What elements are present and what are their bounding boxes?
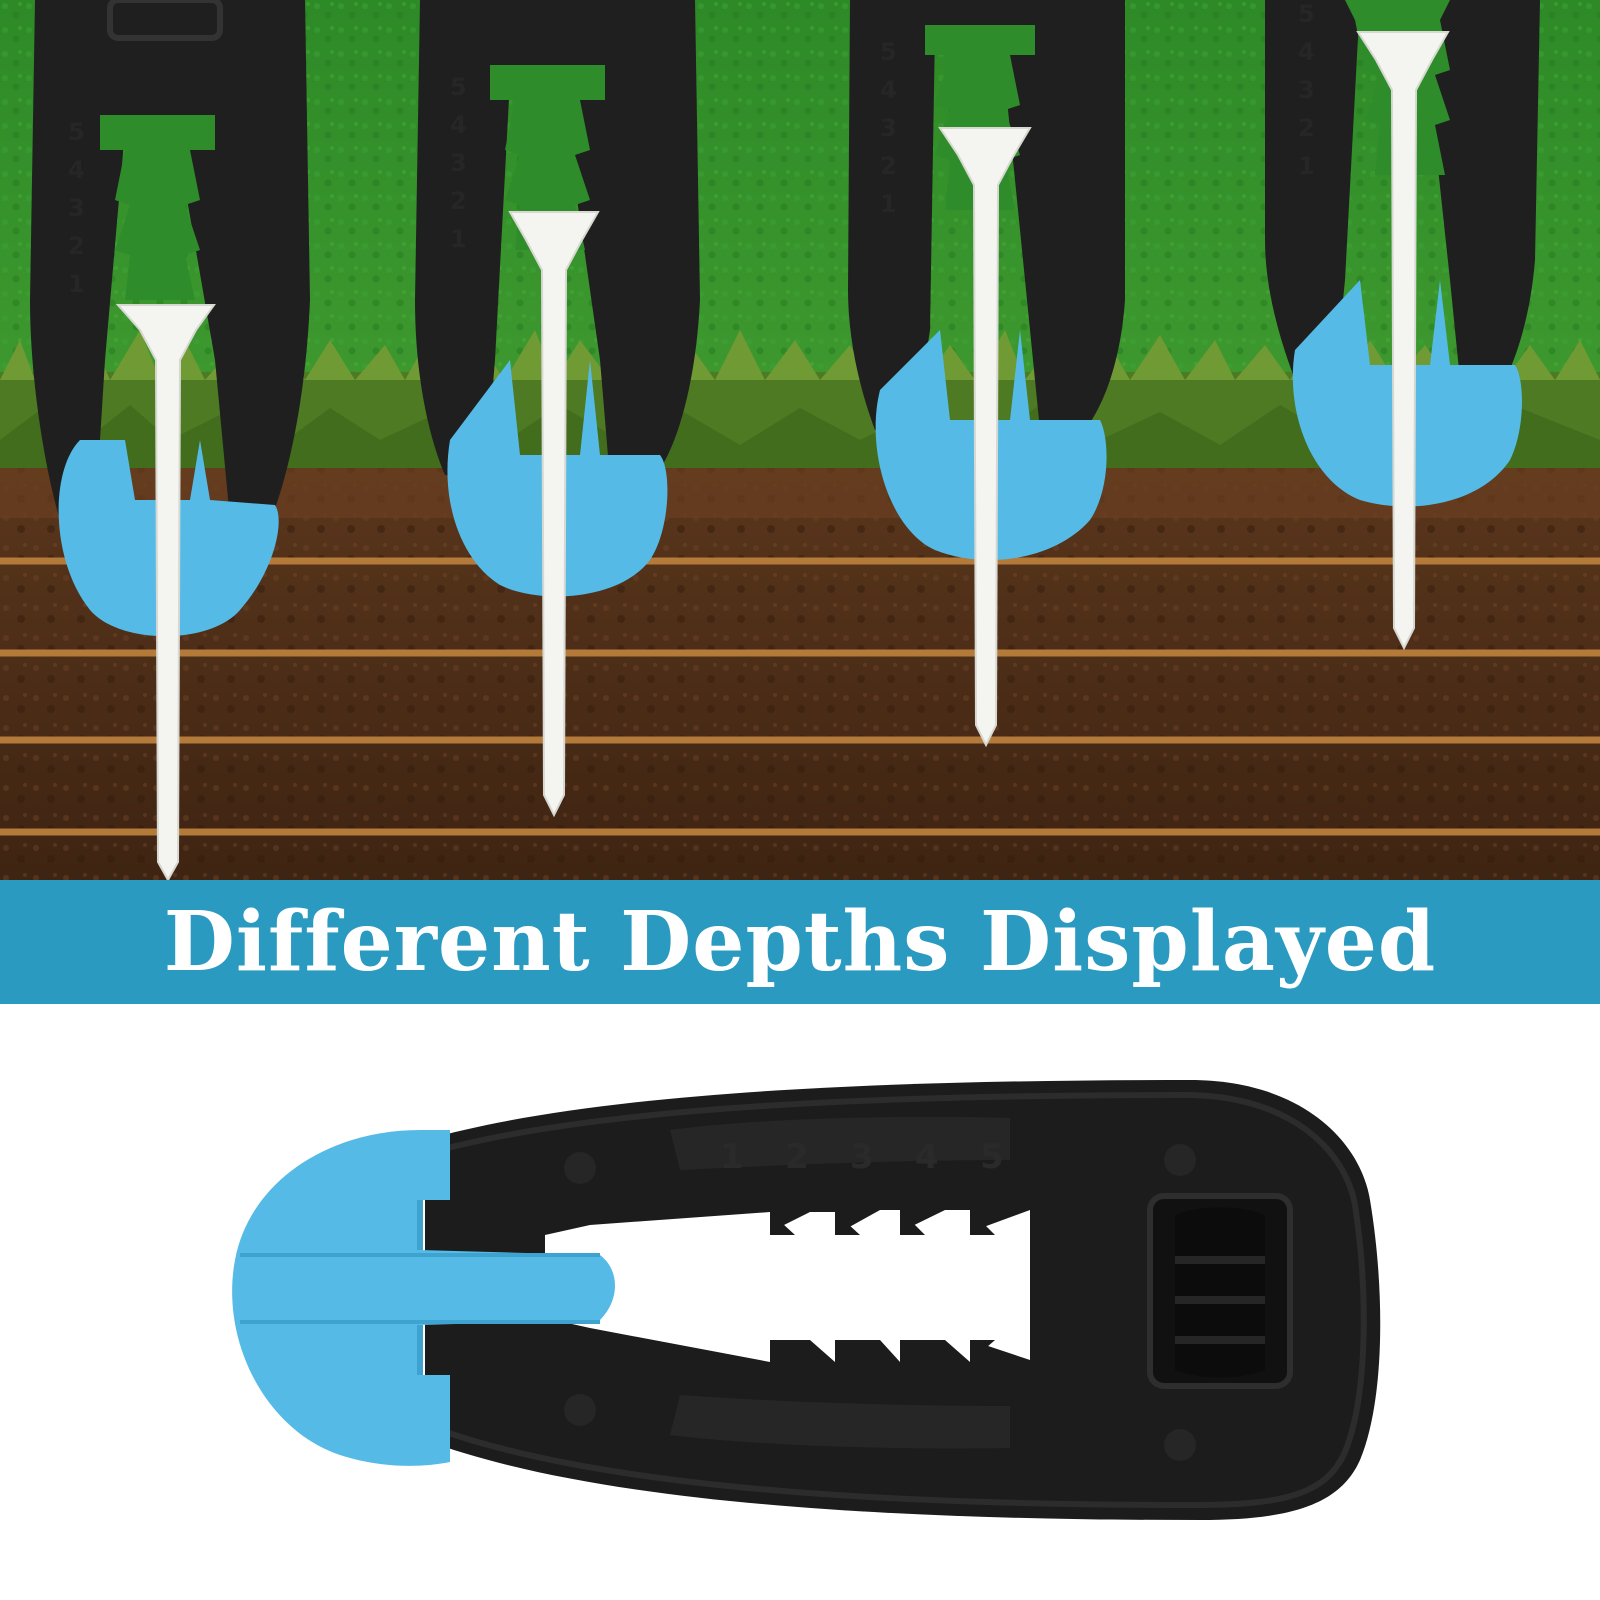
tool-scale-number: 3 xyxy=(1298,76,1315,104)
tool-scale-number: 5 xyxy=(880,38,897,66)
tool-scale-number: 5 xyxy=(1298,0,1315,28)
golf-tee-2 xyxy=(508,211,600,818)
tool-scale-number: 2 xyxy=(880,152,897,180)
depth-lines xyxy=(0,557,1600,836)
blue-depth-clip xyxy=(232,1130,615,1466)
tee-tool-1: 5 4 3 2 1 xyxy=(30,0,310,640)
tool-scale-number: 3 xyxy=(450,149,467,177)
golf-tee-4 xyxy=(1356,31,1450,651)
tool-scale-number: 4 xyxy=(880,76,897,104)
banner-title: Different Depths Displayed xyxy=(163,894,1437,990)
product-scale-number: 2 xyxy=(785,1137,809,1177)
tool-scale-number: 1 xyxy=(880,190,897,218)
product-depth-scale: 1 2 3 4 5 xyxy=(720,1137,1004,1177)
tool-scale-number: 4 xyxy=(1298,38,1315,66)
golf-tee-1 xyxy=(115,304,216,880)
product-scale-number: 5 xyxy=(980,1137,1004,1177)
tee-depth-scene: 5 4 3 2 1 5 4 3 2 1 5 4 3 xyxy=(0,0,1600,880)
tool-scale-number: 2 xyxy=(1298,114,1315,142)
golf-tee-3 xyxy=(938,127,1032,748)
product-scale-number: 4 xyxy=(915,1137,939,1177)
tool-scale-number: 2 xyxy=(450,187,467,215)
tee-tool-3: 5 4 3 2 1 xyxy=(848,0,1125,560)
tool-body xyxy=(425,1080,1381,1520)
tee-tool-product-closeup: 1 2 3 4 5 xyxy=(232,1080,1381,1520)
tool-scale-number: 3 xyxy=(880,114,897,142)
tool-scale-number: 2 xyxy=(68,232,85,260)
tool-scale-number: 4 xyxy=(450,111,467,139)
product-scale-number: 3 xyxy=(850,1137,874,1177)
tool-scale-number: 1 xyxy=(1298,152,1315,180)
tool-scale-number: 1 xyxy=(68,270,85,298)
tool-scale-number: 5 xyxy=(68,118,85,146)
tool-scale-number: 3 xyxy=(68,194,85,222)
title-banner: Different Depths Displayed xyxy=(0,880,1600,1004)
product-scale-number: 1 xyxy=(720,1137,744,1177)
tool-scale-number: 1 xyxy=(450,225,467,253)
tool-scale-number: 4 xyxy=(68,156,85,184)
tool-scale-number: 5 xyxy=(450,73,467,101)
